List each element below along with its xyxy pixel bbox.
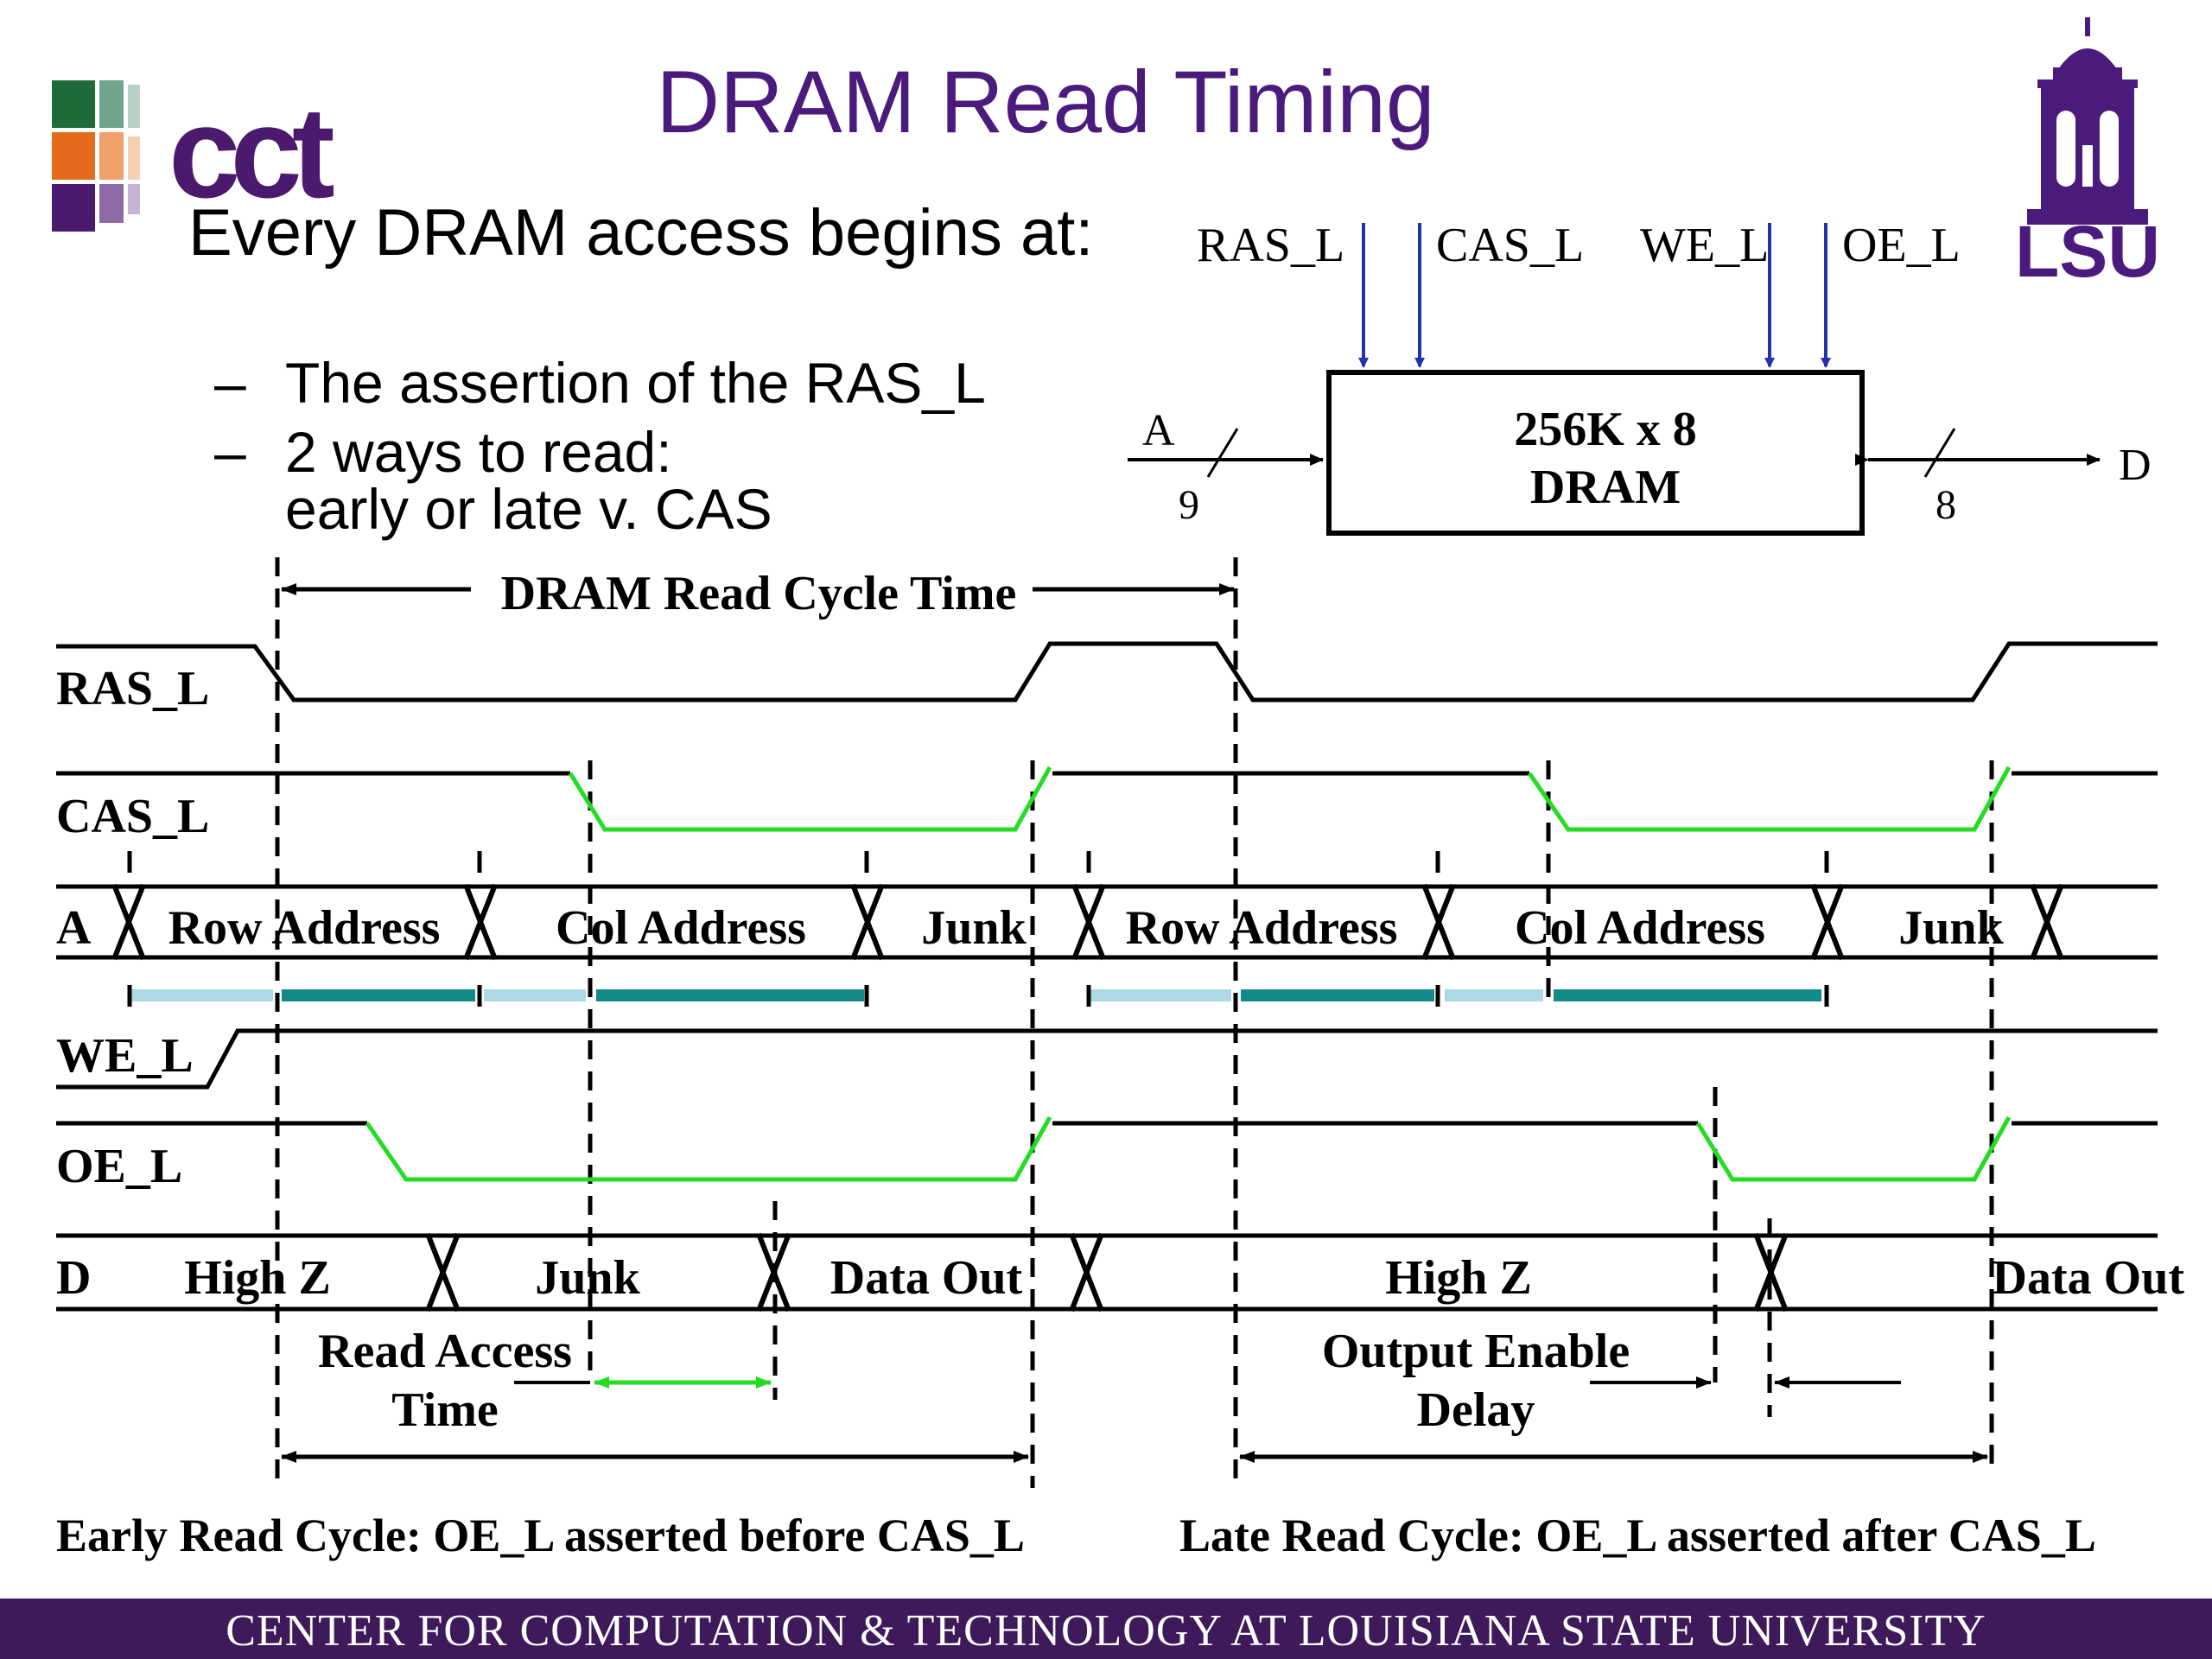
lsu-logo-text: LSU	[2015, 211, 2160, 283]
bullet-dash: –	[214, 351, 246, 415]
address-bus-slash	[1206, 428, 1239, 478]
a-segment-col-address-1: Col Address	[556, 901, 806, 955]
cas-waveform-low-1	[568, 766, 1052, 832]
a-bus-transitions	[111, 883, 2064, 961]
block-input-we: WE_L	[1640, 219, 1769, 272]
a-segment-junk-2: Junk	[1898, 901, 2004, 955]
early-read-caption: Early Read Cycle: OE_L asserted before C…	[56, 1510, 1025, 1561]
block-input-oe: OE_L	[1842, 219, 1961, 272]
a-segment-junk-1: Junk	[921, 901, 1027, 955]
cct-logo: cct	[52, 79, 345, 232]
slide-title: DRAM Read Timing	[656, 53, 1435, 151]
data-bus-width: 8	[1936, 482, 1956, 528]
bar-ticks	[127, 851, 1829, 1007]
data-bus-label: D	[2119, 441, 2152, 490]
dram-box-line-2: DRAM	[1530, 461, 1681, 514]
oe-delay-label-line-1: Output Enable	[1322, 1325, 1630, 1378]
oe-delay-label-line-2: Delay	[1417, 1383, 1535, 1437]
read-access-label-line-2: Time	[391, 1383, 498, 1437]
signal-label-ras: RAS_L	[56, 662, 209, 715]
address-bus-label: A	[1142, 406, 1175, 455]
a-segment-row-address-1: Row Address	[168, 901, 441, 955]
late-read-caption: Late Read Cycle: OE_L asserted after CAS…	[1179, 1510, 2096, 1561]
d-segment-high-z-1: High Z	[184, 1251, 331, 1305]
timing-diagram: DRAM Read Cycle Time RAS_L CAS_L A WE_L …	[56, 557, 2185, 1561]
signal-label-cas: CAS_L	[56, 790, 209, 843]
read-access-label-line-1: Read Access	[318, 1325, 572, 1378]
d-bus-transitions	[425, 1232, 1789, 1313]
address-bus-width: 9	[1179, 482, 1199, 528]
d-segment-high-z-2: High Z	[1385, 1251, 1532, 1305]
block-input-cas: CAS_L	[1436, 219, 1584, 272]
signal-label-d: D	[56, 1251, 91, 1305]
footer-text: CENTER FOR COMPUTATION & TECHNOLOGY AT L…	[226, 1606, 1986, 1656]
d-segment-junk: Junk	[535, 1251, 640, 1305]
footer-bar: CENTER FOR COMPUTATION & TECHNOLOGY AT L…	[0, 1599, 2212, 1659]
sub-bullet-1-text: The assertion of the RAS_L	[285, 351, 986, 415]
signal-label-a: A	[56, 901, 92, 955]
d-segment-data-out-2: Data Out	[1993, 1251, 2185, 1305]
cas-waveform-low-2	[1527, 766, 2012, 832]
sub-bullet-2-line-1: 2 ways to read:	[285, 420, 672, 484]
d-segment-data-out-1: Data Out	[830, 1251, 1023, 1305]
oe-waveform-low-1	[365, 1116, 1052, 1182]
oe-waveform-low-2	[1695, 1116, 2012, 1182]
a-segment-col-address-2: Col Address	[1515, 901, 1765, 955]
main-bullet: Every DRAM access begins at:	[188, 196, 1094, 270]
dram-box-line-1: 256K x 8	[1514, 403, 1697, 456]
ras-waveform	[56, 641, 2158, 702]
lsu-logo: LSU	[2015, 17, 2160, 283]
signal-label-oe: OE_L	[56, 1140, 182, 1193]
block-input-ras: RAS_L	[1197, 219, 1344, 272]
we-waveform	[56, 1028, 2158, 1090]
signal-label-we: WE_L	[56, 1029, 194, 1083]
bullet-dash: –	[214, 420, 246, 484]
sub-bullet-2-line-2: early or late v. CAS	[285, 477, 772, 541]
cycle-time-label: DRAM Read Cycle Time	[501, 567, 1017, 620]
dram-box	[1326, 370, 1865, 536]
dram-block-diagram: RAS_L CAS_L WE_L OE_L 256K x 8 DRAM A 9 …	[1128, 219, 2152, 536]
data-bus-slash	[1923, 428, 1956, 478]
a-segment-row-address-2: Row Address	[1126, 901, 1398, 955]
cct-logo-text: cct	[168, 79, 334, 225]
